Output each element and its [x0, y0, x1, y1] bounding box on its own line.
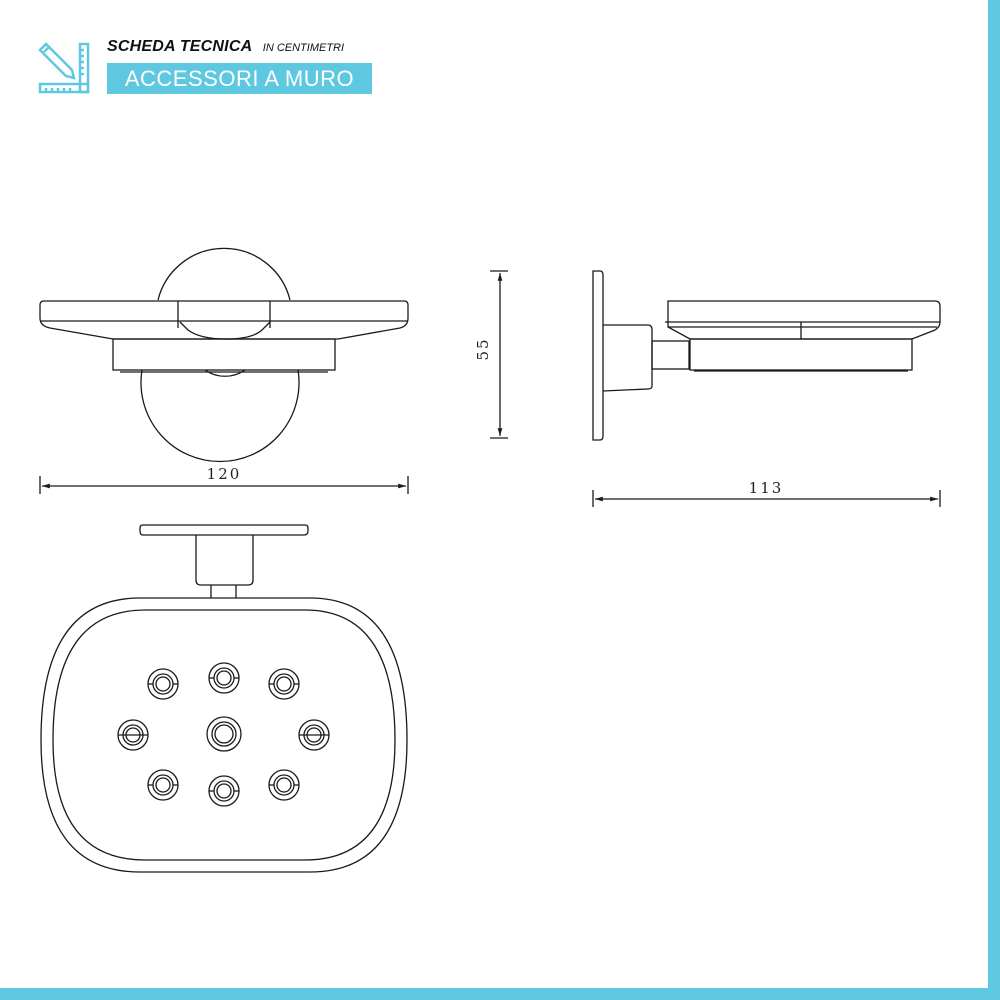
drain-hole	[268, 769, 300, 801]
width-value: 120	[207, 465, 242, 483]
ruler-pencil-icon	[38, 42, 90, 94]
depth-dimension	[592, 490, 941, 507]
width-dimension	[39, 476, 409, 494]
drain-holes	[117, 662, 330, 807]
header-title: SCHEDA TECNICA IN CENTIMETRI	[107, 38, 344, 56]
drain-hole	[117, 719, 149, 751]
front-view	[39, 247, 409, 463]
frame-border-bottom	[0, 988, 1000, 1000]
drain-hole	[268, 668, 300, 700]
side-view	[592, 270, 941, 441]
title-unit: IN CENTIMETRI	[262, 42, 345, 54]
drain-hole	[298, 719, 330, 751]
drain-hole	[147, 668, 179, 700]
drain-hole	[147, 769, 179, 801]
drain-hole	[208, 775, 240, 807]
title-main: SCHEDA TECNICA	[107, 38, 253, 55]
category-banner: ACCESSORI A MURO	[107, 63, 372, 94]
top-view	[40, 524, 408, 873]
frame-border-right	[988, 0, 1000, 1000]
height-dimension	[490, 270, 508, 439]
drain-hole	[208, 662, 240, 694]
drain-hole	[206, 716, 242, 752]
depth-value: 113	[749, 479, 784, 497]
height-value: 55	[474, 337, 492, 360]
